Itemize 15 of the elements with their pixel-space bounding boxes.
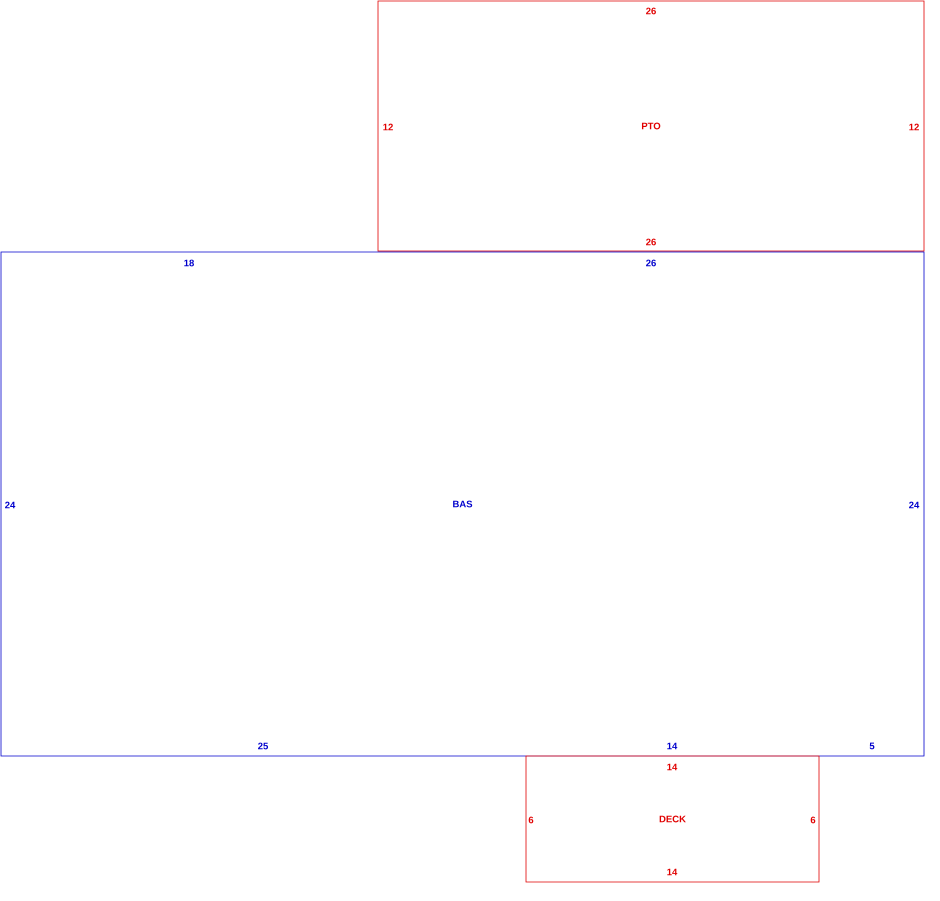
dimension-label: 12 xyxy=(383,124,393,130)
dimension-label: 12 xyxy=(909,124,919,130)
dimension-label: 25 xyxy=(258,742,268,750)
dimension-label: 14 xyxy=(667,742,678,750)
dimension-label: 24 xyxy=(909,502,920,508)
dimension-label: 5 xyxy=(870,742,874,750)
dimension-label: 26 xyxy=(646,8,656,14)
dimension-label: 14 xyxy=(667,764,678,770)
dimension-label: 18 xyxy=(184,260,194,266)
dimension-label: 6 xyxy=(528,816,534,824)
dimension-label: 14 xyxy=(667,868,678,876)
dimension-label: 26 xyxy=(646,238,656,246)
dimension-label: 26 xyxy=(646,260,656,266)
dimension-label: 6 xyxy=(810,816,816,824)
dimension-label: 24 xyxy=(5,502,16,508)
